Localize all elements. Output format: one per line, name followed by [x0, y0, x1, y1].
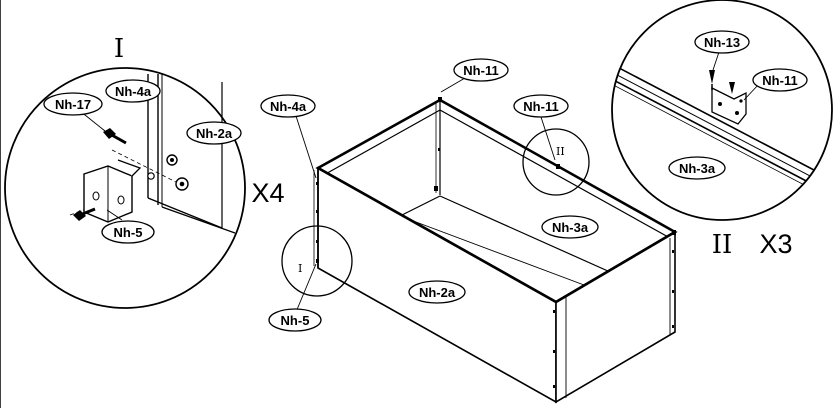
label-nh-11-top: Nh-11 [453, 58, 509, 82]
svg-text:Nh-3a: Nh-3a [679, 161, 716, 176]
detail-I: I [4, 34, 285, 309]
box-floor-line [399, 215, 601, 292]
bracket-nh-11 [711, 86, 747, 125]
box-floor-line [439, 195, 629, 281]
inner-rim [439, 109, 671, 239]
leader-line [295, 263, 317, 313]
label-nh-4a: Nh-4a [105, 79, 161, 103]
callout-II-marker: II [556, 145, 565, 158]
box-floor-line [399, 195, 441, 217]
leader-line [106, 209, 123, 221]
callout-circle-II [522, 128, 590, 196]
label-nh-4a-main: Nh-4a [260, 94, 316, 118]
svg-text:Nh-4a: Nh-4a [115, 84, 152, 99]
label-nh-11: Nh-11 [752, 68, 808, 92]
label-nh-17: Nh-17 [43, 92, 103, 116]
washer [147, 172, 155, 180]
svg-text:Nh-13: Nh-13 [704, 35, 740, 50]
callout-I-marker: I [298, 262, 302, 275]
nut-upper [166, 154, 178, 166]
label-nh-13: Nh-13 [694, 30, 750, 54]
leader-line [440, 77, 466, 93]
leader-line [712, 51, 720, 71]
label-nh-3a-main: Nh-3a [541, 215, 599, 239]
detail-II-circle [611, 0, 833, 221]
main-box: I II Nh-11 Nh-4a Nh-11 Nh-3a Nh-2a [260, 58, 678, 404]
bolt-nh-17 [103, 128, 127, 145]
nut-lower [175, 177, 189, 191]
svg-text:Nh-3a: Nh-3a [552, 220, 589, 235]
detail-II-multiplier: X3 [759, 229, 792, 259]
callout-circle-I [281, 225, 353, 297]
fastener-dots [316, 97, 676, 388]
label-nh-2a-main: Nh-2a [408, 280, 466, 304]
panel-nh-4a [147, 74, 236, 234]
label-nh-3a: Nh-3a [668, 156, 726, 180]
svg-text:Nh-11: Nh-11 [463, 63, 498, 78]
detail-I-marker: I [114, 34, 124, 64]
svg-text:Nh-2a: Nh-2a [419, 285, 456, 300]
svg-text:Nh-5: Nh-5 [281, 313, 310, 328]
detail-II-marker: II [712, 230, 733, 260]
detail-II: Nh-13 Nh-11 Nh-3a II X3 [611, 0, 833, 260]
svg-text:Nh-4a: Nh-4a [270, 99, 307, 114]
axis-line [111, 149, 179, 184]
svg-text:Nh-5: Nh-5 [114, 225, 143, 240]
svg-text:Nh-2a: Nh-2a [196, 126, 233, 141]
leader-line [743, 83, 760, 101]
label-nh-2a: Nh-2a [186, 121, 242, 145]
svg-text:Nh-17: Nh-17 [55, 97, 91, 112]
screw-nh-13 [709, 70, 735, 94]
label-nh-11-right: Nh-11 [513, 94, 569, 118]
detail-II-rail [612, 57, 832, 201]
leader-line [540, 116, 556, 161]
detail-I-circle [4, 67, 246, 309]
inner-rim [321, 109, 441, 177]
svg-text:Nh-11: Nh-11 [523, 99, 558, 114]
box-right-end [555, 230, 676, 404]
leader-line [295, 115, 317, 179]
bracket-nh-5 [83, 159, 142, 223]
bolt-lower [73, 207, 96, 221]
label-nh-5: Nh-5 [101, 220, 155, 244]
detail-I-multiplier: X4 [251, 178, 284, 208]
svg-text:Nh-11: Nh-11 [762, 73, 797, 88]
label-nh-5-main: Nh-5 [268, 308, 322, 332]
